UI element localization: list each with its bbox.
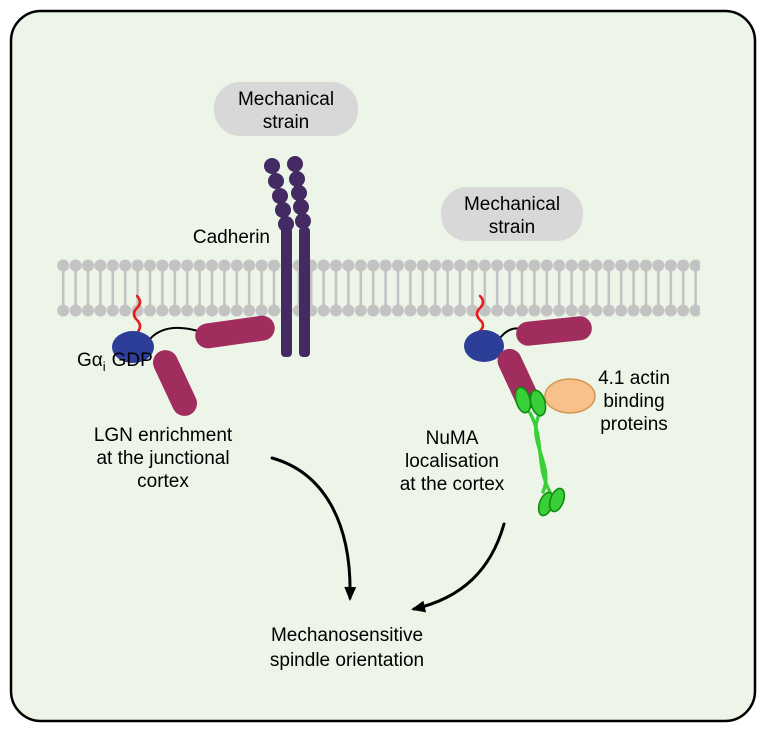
- numa-coil-strand: [534, 411, 548, 494]
- mechanical-strain-label-line2: strain: [263, 112, 309, 133]
- mechanical-strain-label-line1: Mechanical: [464, 194, 560, 215]
- arrow-right-to-outcome: [411, 522, 506, 613]
- gai-lgn-numa-complex-right: [464, 294, 596, 517]
- numa-tail-oval: [548, 487, 566, 513]
- lipid-anchor-squiggle: [132, 294, 142, 335]
- numa-caption-line1: NuMA: [426, 428, 479, 449]
- gai-label-main: Gα: [77, 350, 103, 371]
- gai-gdp-protein: [112, 331, 154, 363]
- gdp-label: GDP: [112, 350, 153, 371]
- gai-lgn-complex-left: [112, 294, 275, 416]
- cadherin-transmembrane-rod: [299, 227, 310, 357]
- lgn-caption-line3: cortex: [137, 471, 189, 492]
- actin-binding-protein-41: [544, 378, 596, 414]
- lgn-rod-horizontal: [195, 315, 275, 349]
- lgn-rod-diagonal: [152, 350, 198, 416]
- numa-caption-line3: at the cortex: [400, 474, 505, 495]
- plasma-membrane: [57, 259, 700, 317]
- cadherin-bead: [275, 202, 291, 218]
- mechanical-strain-bubble-left: Mechanical strain: [214, 82, 358, 136]
- lipid-anchor-squiggle: [475, 294, 485, 333]
- gai-gdp-label: Gαi GDP: [77, 350, 153, 374]
- arrow-left-to-outcome: [270, 456, 357, 601]
- outcome-caption-line2: spindle orientation: [270, 650, 424, 671]
- actin-caption-line1: 4.1 actin: [598, 368, 670, 389]
- cadherin-bead: [293, 199, 309, 215]
- cadherin-complex: [264, 156, 311, 357]
- numa-coiled-coil: [514, 386, 566, 517]
- gai-protein: [464, 330, 504, 362]
- cadherin-bead: [264, 158, 280, 174]
- numa-head-oval: [529, 389, 547, 417]
- cadherin-bead: [291, 185, 307, 201]
- gai-label-subscript: i: [103, 359, 106, 374]
- lgn-caption-line1: LGN enrichment: [94, 425, 233, 446]
- protein-linker: [149, 326, 199, 340]
- figure-panel: [9, 9, 757, 723]
- cadherin-bead: [287, 156, 303, 172]
- mechanical-strain-bubble-right: Mechanical strain: [441, 187, 583, 241]
- numa-caption-line2: localisation: [405, 451, 499, 472]
- cadherin-bead: [272, 188, 288, 204]
- actin-caption-line3: proteins: [600, 414, 668, 435]
- cadherin-bead: [289, 171, 305, 187]
- lgn-rod-horizontal: [516, 316, 592, 346]
- mechanical-strain-label-line2: strain: [489, 217, 535, 238]
- cadherin-transmembrane-rod: [281, 227, 292, 357]
- cadherin-bead: [295, 213, 311, 229]
- cadherin-bead: [268, 173, 284, 189]
- speech-bubble: [214, 82, 358, 136]
- lgn-caption-line2: at the junctional: [96, 448, 229, 469]
- cadherin-label: Cadherin: [193, 227, 270, 248]
- speech-bubble: [441, 187, 583, 241]
- actin-caption-line2: binding: [603, 391, 664, 412]
- mechanical-strain-label-line1: Mechanical: [238, 89, 334, 110]
- outcome-caption-line1: Mechanosensitive: [271, 625, 423, 646]
